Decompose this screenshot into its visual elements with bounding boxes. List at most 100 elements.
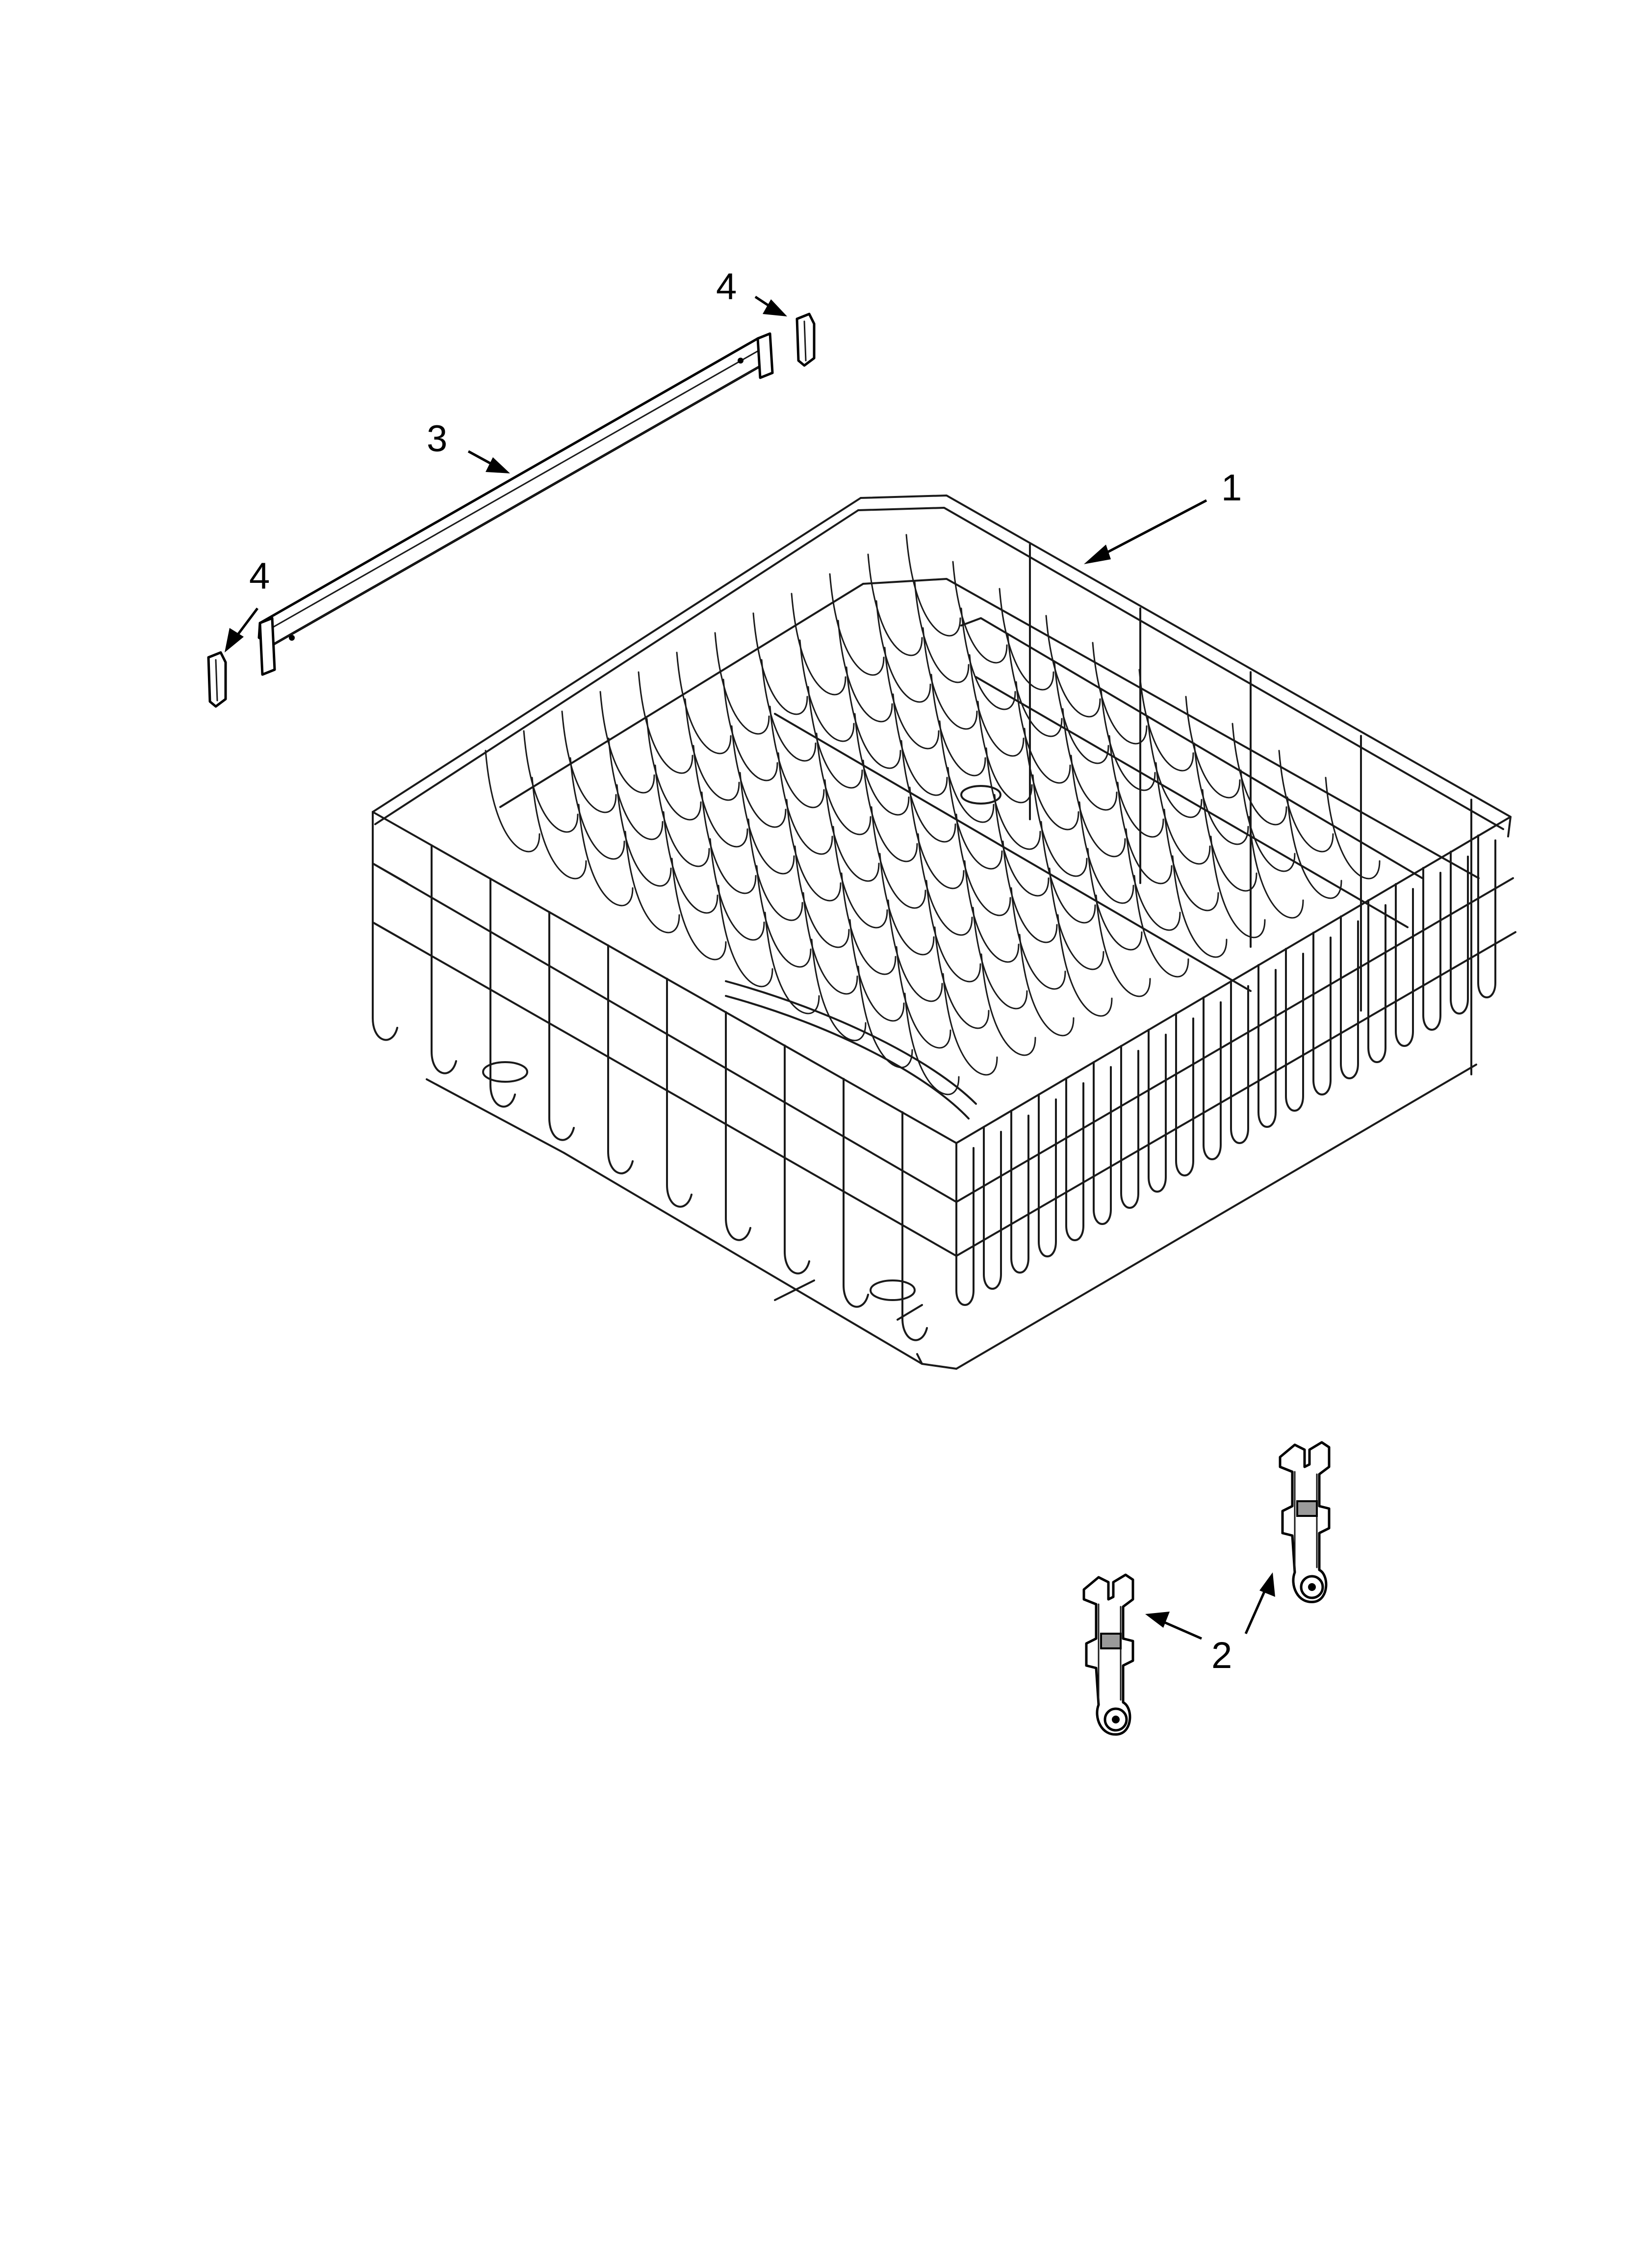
rack-wire [701,791,757,894]
rack-wire [1057,914,1113,1017]
rack-wire [431,844,457,1074]
rack-wire [837,620,893,723]
rack-wire [1125,828,1181,931]
rack-wire [947,767,1003,870]
callout-leaders [225,295,1275,1640]
rack-wire [1340,915,1359,1079]
rack-wire [1477,834,1496,998]
dishrack-wire-basket [372,495,1516,1370]
rack-wire [624,831,680,934]
rack-wire [832,826,888,929]
rack-wire [1148,1029,1167,1193]
rail-end-cap-left [207,651,227,708]
rack-wire [1024,728,1079,831]
rack-wire [1155,762,1211,865]
rack-left-posts [372,811,928,1341]
rack-wire [964,860,1020,963]
rack-wire [1010,1110,1029,1274]
rack-wire [489,878,516,1108]
rack-wire [875,600,931,703]
rack-wire [922,627,978,730]
rack-wire [829,573,885,676]
rack-wire [791,593,847,696]
rack-wire [731,725,787,828]
rack-wire [693,745,748,848]
rack-wire [849,919,905,1022]
rack-wire [999,588,1054,691]
rack-wire [786,799,842,902]
rack-wire [1100,688,1156,791]
rack-wire [1450,851,1469,1015]
rack-wire [777,752,833,855]
rack-wire [1240,769,1296,872]
rack-wire [764,912,820,1015]
rack-wire [1002,840,1058,943]
rack-wire [1049,867,1104,970]
rack-wire [769,705,825,808]
rack-wire [561,710,617,813]
callout-4-top: 4 [716,266,737,308]
rack-wire [1285,948,1304,1112]
rack-wire [1093,1061,1112,1225]
rack-wire [896,946,951,1049]
rack-wire [939,720,995,823]
rack-wire [1065,1077,1084,1241]
rack-wire [994,794,1050,897]
rack-wire [841,872,897,975]
rack-wire [1138,669,1194,772]
rack-wire [905,534,961,637]
rack-wire [616,784,672,887]
rack-wire [372,811,398,1041]
rack-wire [1120,1045,1139,1209]
rack-wire [846,666,901,769]
rack-wire [871,806,926,909]
rack-wire [816,732,872,835]
rack-wire [799,639,855,742]
rack-wire [1185,696,1241,799]
rack-wire [802,892,858,995]
rack-wire [985,747,1041,850]
rack-wire [980,953,1036,1056]
rack-wire [977,701,1033,804]
rack-wire [1108,735,1164,838]
rack-adjuster-clip-upper [1279,1441,1331,1603]
rack-wire [599,691,655,794]
rack-wire [854,713,910,816]
rack-wire [794,845,850,948]
rack-wire [884,647,940,750]
rack-wire [725,1011,751,1241]
rack-wire [1325,777,1381,880]
rack-wire [909,786,965,889]
rack-wire [887,899,943,1002]
rack-tines [485,534,1381,1095]
rack-wire [761,659,817,762]
rack-wire [1032,774,1088,877]
rack-wire [523,730,579,833]
rack-wire [1040,821,1096,924]
rack-wire [485,750,540,853]
rack-wire [569,757,625,860]
rack-wire [638,671,693,774]
rack-wire [1203,996,1222,1160]
rack-wire [1422,867,1441,1031]
rack-wire [1312,932,1332,1095]
rack-wire [843,1078,869,1308]
rack-wire [1133,875,1189,978]
rack-wire [1117,782,1173,885]
rack-wire [684,698,740,801]
callout-4-left: 4 [249,555,270,597]
rack-wire [955,1142,975,1306]
rack-front-loops [955,834,1496,1306]
rack-wire [752,612,808,715]
rack-wire [663,811,718,914]
rack-wire [972,907,1028,1010]
rack-wire [900,740,956,843]
rack-wire [1007,634,1063,737]
rack-wire [904,992,960,1095]
rack-wire [646,718,702,821]
rack-wire [1045,615,1101,718]
rack-wire [1078,801,1134,904]
rack-wire [1230,980,1249,1144]
rack-wire [756,865,812,968]
rack-wire [578,804,634,907]
